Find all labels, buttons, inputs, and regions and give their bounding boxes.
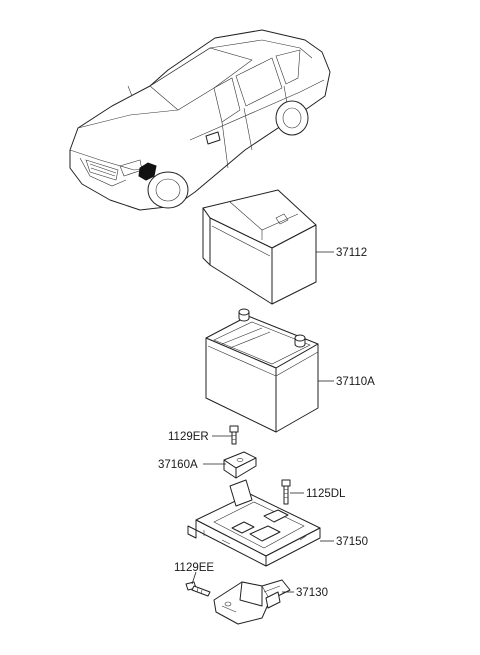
bolt-1129er-part bbox=[229, 425, 239, 445]
tray-part bbox=[187, 479, 321, 567]
bolt-1125dl-part bbox=[281, 479, 291, 505]
bolt-1129ee-part bbox=[185, 581, 211, 597]
label-bolt-top: 1129ER bbox=[168, 431, 209, 443]
label-battery: 37110A bbox=[336, 376, 375, 388]
tray-cover-part bbox=[202, 189, 317, 305]
leader-lines bbox=[191, 251, 334, 593]
label-bracket: 37130 bbox=[296, 587, 328, 599]
clamp-part bbox=[223, 451, 257, 479]
label-tray: 37150 bbox=[336, 536, 368, 548]
label-tray-cover: 37112 bbox=[336, 247, 367, 259]
car-illustration bbox=[69, 29, 331, 211]
part-labels: 37112 37110A 1129ER 37160A 1125DL 37150 … bbox=[158, 247, 375, 599]
label-clamp: 37160A bbox=[158, 459, 198, 471]
label-bolt-bracket: 1129EE bbox=[174, 562, 214, 574]
leader-1129ee bbox=[191, 571, 197, 585]
battery-location-marker bbox=[138, 162, 157, 181]
bracket-part bbox=[213, 579, 291, 625]
label-bolt-tray: 1125DL bbox=[306, 488, 346, 500]
battery-part bbox=[205, 308, 319, 433]
